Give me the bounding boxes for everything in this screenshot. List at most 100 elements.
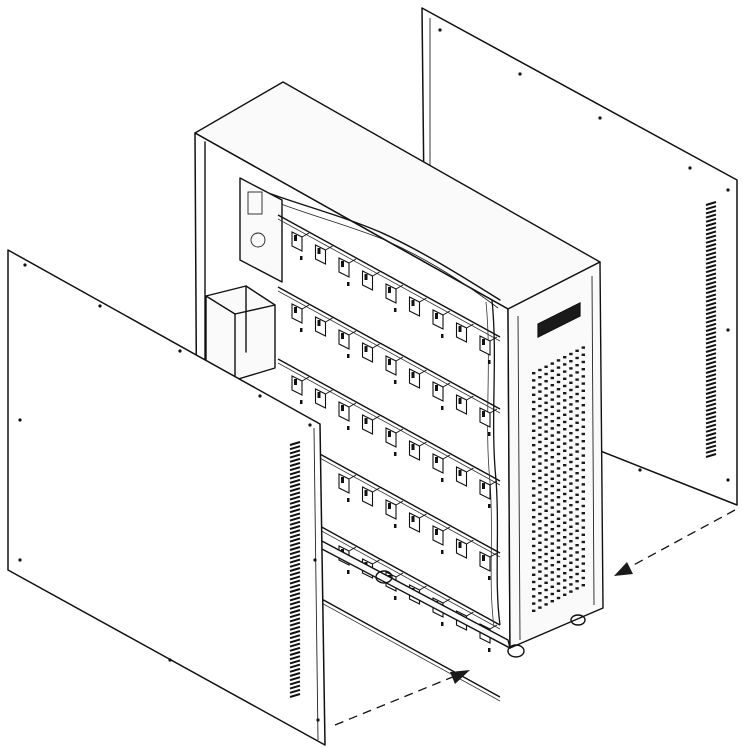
- vent-slot: [705, 226, 717, 232]
- vent-hole: [569, 482, 573, 485]
- vent-hole: [581, 468, 585, 472]
- vent-slot: [289, 609, 301, 614]
- vent-hole: [581, 353, 585, 356]
- vent-hole: [569, 432, 573, 435]
- vent-hole: [581, 382, 585, 385]
- battery-unit: [385, 499, 404, 528]
- vent-slot: [705, 314, 717, 320]
- vent-hole: [581, 396, 585, 400]
- vent-slot: [289, 579, 301, 585]
- vent-hole: [556, 524, 561, 528]
- vent-hole: [581, 504, 585, 508]
- vent-slot: [289, 508, 301, 514]
- vent-slot: [289, 638, 301, 644]
- vent-hole: [550, 391, 554, 394]
- vent-hole: [532, 408, 536, 411]
- vent-hole: [569, 540, 573, 543]
- shelf-clip: [300, 256, 303, 260]
- vent-slot: [705, 310, 717, 316]
- arrow-front-panel: [334, 670, 470, 726]
- vent-hole: [532, 487, 536, 490]
- battery-link: [395, 500, 404, 506]
- front-panel-vents: [289, 441, 301, 698]
- vent-hole: [538, 498, 542, 501]
- vent-hole: [563, 485, 567, 488]
- vent-hole: [550, 384, 554, 387]
- vent-hole: [550, 564, 554, 567]
- battery-terminal: [458, 542, 462, 548]
- vent-hole: [532, 544, 536, 548]
- vent-hole: [575, 464, 579, 468]
- vent-slot: [705, 398, 717, 404]
- vent-hole: [563, 370, 567, 373]
- battery-link: [489, 336, 498, 342]
- vent-hole: [563, 471, 567, 474]
- vent-hole: [563, 464, 567, 467]
- vent-slot: [705, 251, 717, 257]
- vent-hole: [569, 453, 573, 456]
- battery-unit: [338, 329, 357, 358]
- vent-hole: [538, 404, 542, 408]
- vent-slot: [705, 297, 717, 303]
- vent-hole: [532, 472, 536, 476]
- vent-hole: [544, 444, 548, 448]
- vent-slot: [705, 360, 717, 366]
- vent-hole: [569, 554, 573, 557]
- vent-hole: [538, 512, 542, 516]
- battery-link: [348, 330, 357, 336]
- vent-hole: [532, 451, 536, 454]
- vent-hole: [569, 561, 573, 564]
- vent-hole: [556, 424, 561, 427]
- battery-link: [325, 317, 333, 323]
- vent-hole: [581, 375, 585, 378]
- vent-hole: [532, 609, 536, 612]
- vent-hole: [538, 563, 542, 566]
- vent-hole: [532, 393, 536, 396]
- vent-slot: [705, 339, 717, 345]
- vent-hole: [563, 564, 567, 568]
- vent-hole: [556, 438, 561, 441]
- vent-hole: [556, 416, 561, 420]
- caster-wheels: [375, 570, 586, 658]
- vent-hole: [538, 419, 542, 422]
- shelf-clip: [488, 432, 491, 436]
- battery-link: [419, 297, 427, 303]
- vent-slot: [705, 289, 717, 295]
- vent-hole: [556, 460, 561, 463]
- battery-terminal: [341, 261, 344, 267]
- vent-hole: [556, 560, 561, 564]
- front-panel-screws: [18, 263, 320, 722]
- vent-hole: [550, 470, 554, 473]
- vent-slot: [705, 259, 717, 265]
- vent-slot: [289, 520, 301, 526]
- battery-terminal: [341, 477, 344, 483]
- vent-slot: [289, 617, 301, 623]
- vent-slot: [289, 630, 301, 635]
- vent-hole: [563, 528, 567, 532]
- vent-slot: [289, 449, 301, 455]
- vent-hole: [563, 392, 567, 395]
- screw: [18, 418, 22, 422]
- vent-hole: [581, 540, 585, 544]
- vent-hole: [569, 417, 573, 420]
- battery-unit: [479, 551, 498, 580]
- battery-unit: [338, 257, 357, 286]
- vent-hole: [538, 606, 542, 609]
- screw: [308, 423, 312, 427]
- vent-slot: [705, 280, 717, 286]
- vent-slot: [289, 462, 301, 467]
- vent-hole: [556, 596, 561, 600]
- vent-hole: [581, 440, 585, 443]
- battery-terminal: [364, 490, 368, 496]
- vent-slot: [289, 487, 301, 493]
- vent-hole: [544, 581, 548, 584]
- battery-link: [442, 598, 451, 604]
- vent-hole: [544, 495, 548, 498]
- vent-hole: [563, 543, 567, 546]
- vent-hole: [569, 367, 573, 370]
- vent-hole: [569, 583, 573, 586]
- battery-link: [348, 546, 357, 552]
- battery-terminal: [294, 235, 297, 241]
- battery-terminal: [435, 313, 438, 319]
- vent-hole: [550, 535, 554, 538]
